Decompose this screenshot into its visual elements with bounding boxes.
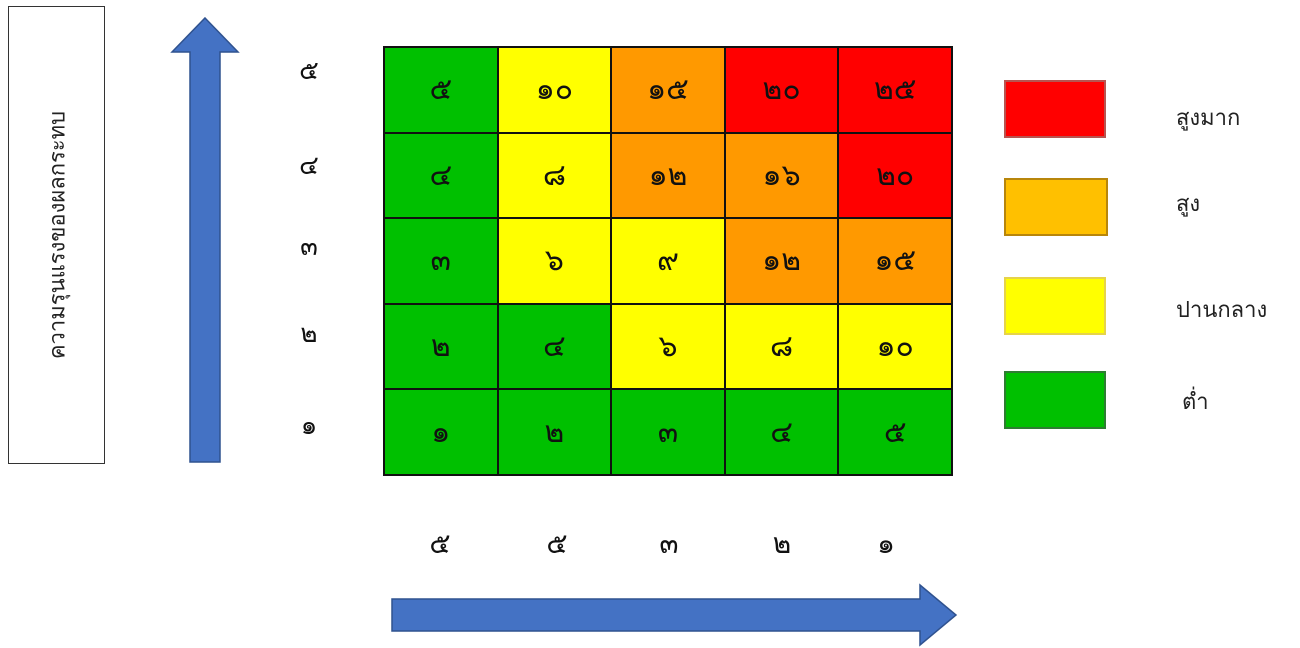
matrix-cell: ๑๐ — [838, 303, 952, 390]
matrix-cell: ๑ — [384, 389, 498, 475]
y-tick-label: ๓ — [300, 232, 318, 262]
legend-swatch-high — [1004, 178, 1108, 236]
matrix-cell: ๔ — [497, 303, 612, 390]
x-axis-arrow-shape — [391, 583, 958, 647]
matrix-cell: ๙ — [611, 218, 725, 304]
matrix-cell: ๘ — [724, 303, 839, 390]
matrix-cell: ๒ — [497, 389, 612, 475]
legend-label-low: ต่ำ — [1182, 390, 1209, 415]
matrix-cell: ๕ — [384, 47, 498, 133]
y-tick-label: ๕ — [299, 56, 319, 86]
matrix-cell: ๑๒ — [724, 218, 839, 304]
y-axis-arrow-shape — [170, 16, 240, 463]
y-axis-arrow — [170, 16, 240, 463]
legend-label-very-high: สูงมาก — [1176, 106, 1241, 131]
x-axis-arrow — [391, 583, 958, 647]
matrix-cell: ๑๕ — [838, 218, 952, 304]
matrix-cell: ๘ — [497, 132, 612, 219]
matrix-cell: ๖ — [497, 218, 612, 304]
y-axis-title-box: ความรุนแรงของผลกระทบ — [8, 6, 105, 464]
matrix-cell: ๒๐ — [838, 132, 952, 219]
x-tick-label: ๓ — [659, 527, 679, 560]
legend-swatch-low — [1004, 371, 1106, 429]
x-tick-label: ๑ — [877, 527, 895, 560]
matrix-cell: ๖ — [611, 303, 725, 390]
x-tick-label: ๕ — [546, 527, 568, 560]
matrix-cell: ๔ — [724, 389, 839, 475]
matrix-cell: ๓ — [611, 389, 725, 475]
legend-swatch-medium — [1004, 277, 1106, 335]
y-tick-label: ๒ — [300, 319, 318, 349]
matrix-cell: ๓ — [384, 218, 498, 304]
risk-matrix-grid: ๕๑๐๑๕๒๐๒๕๔๘๑๒๑๖๒๐๓๖๙๑๒๑๕๒๔๖๘๑๐๑๒๓๔๕ — [383, 46, 953, 476]
matrix-cell: ๑๒ — [611, 132, 725, 219]
legend-label-high: สูง — [1176, 192, 1201, 217]
y-tick-label: ๑ — [300, 411, 318, 441]
matrix-cell: ๒๕ — [838, 47, 952, 133]
matrix-cell: ๑๕ — [611, 47, 725, 133]
legend-swatch-very-high — [1004, 80, 1106, 138]
x-tick-label: ๕ — [429, 527, 451, 560]
x-tick-label: ๒ — [772, 527, 792, 560]
legend-label-medium: ปานกลาง — [1176, 298, 1268, 323]
matrix-cell: ๔ — [384, 132, 498, 219]
matrix-cell: ๕ — [838, 389, 952, 475]
y-tick-label: ๔ — [299, 151, 319, 181]
matrix-cell: ๒ — [384, 303, 498, 390]
matrix-cell: ๑๖ — [724, 132, 839, 219]
matrix-cell: ๑๐ — [497, 47, 612, 133]
y-axis-title: ความรุนแรงของผลกระทบ — [45, 110, 70, 360]
matrix-cell: ๒๐ — [724, 47, 839, 133]
